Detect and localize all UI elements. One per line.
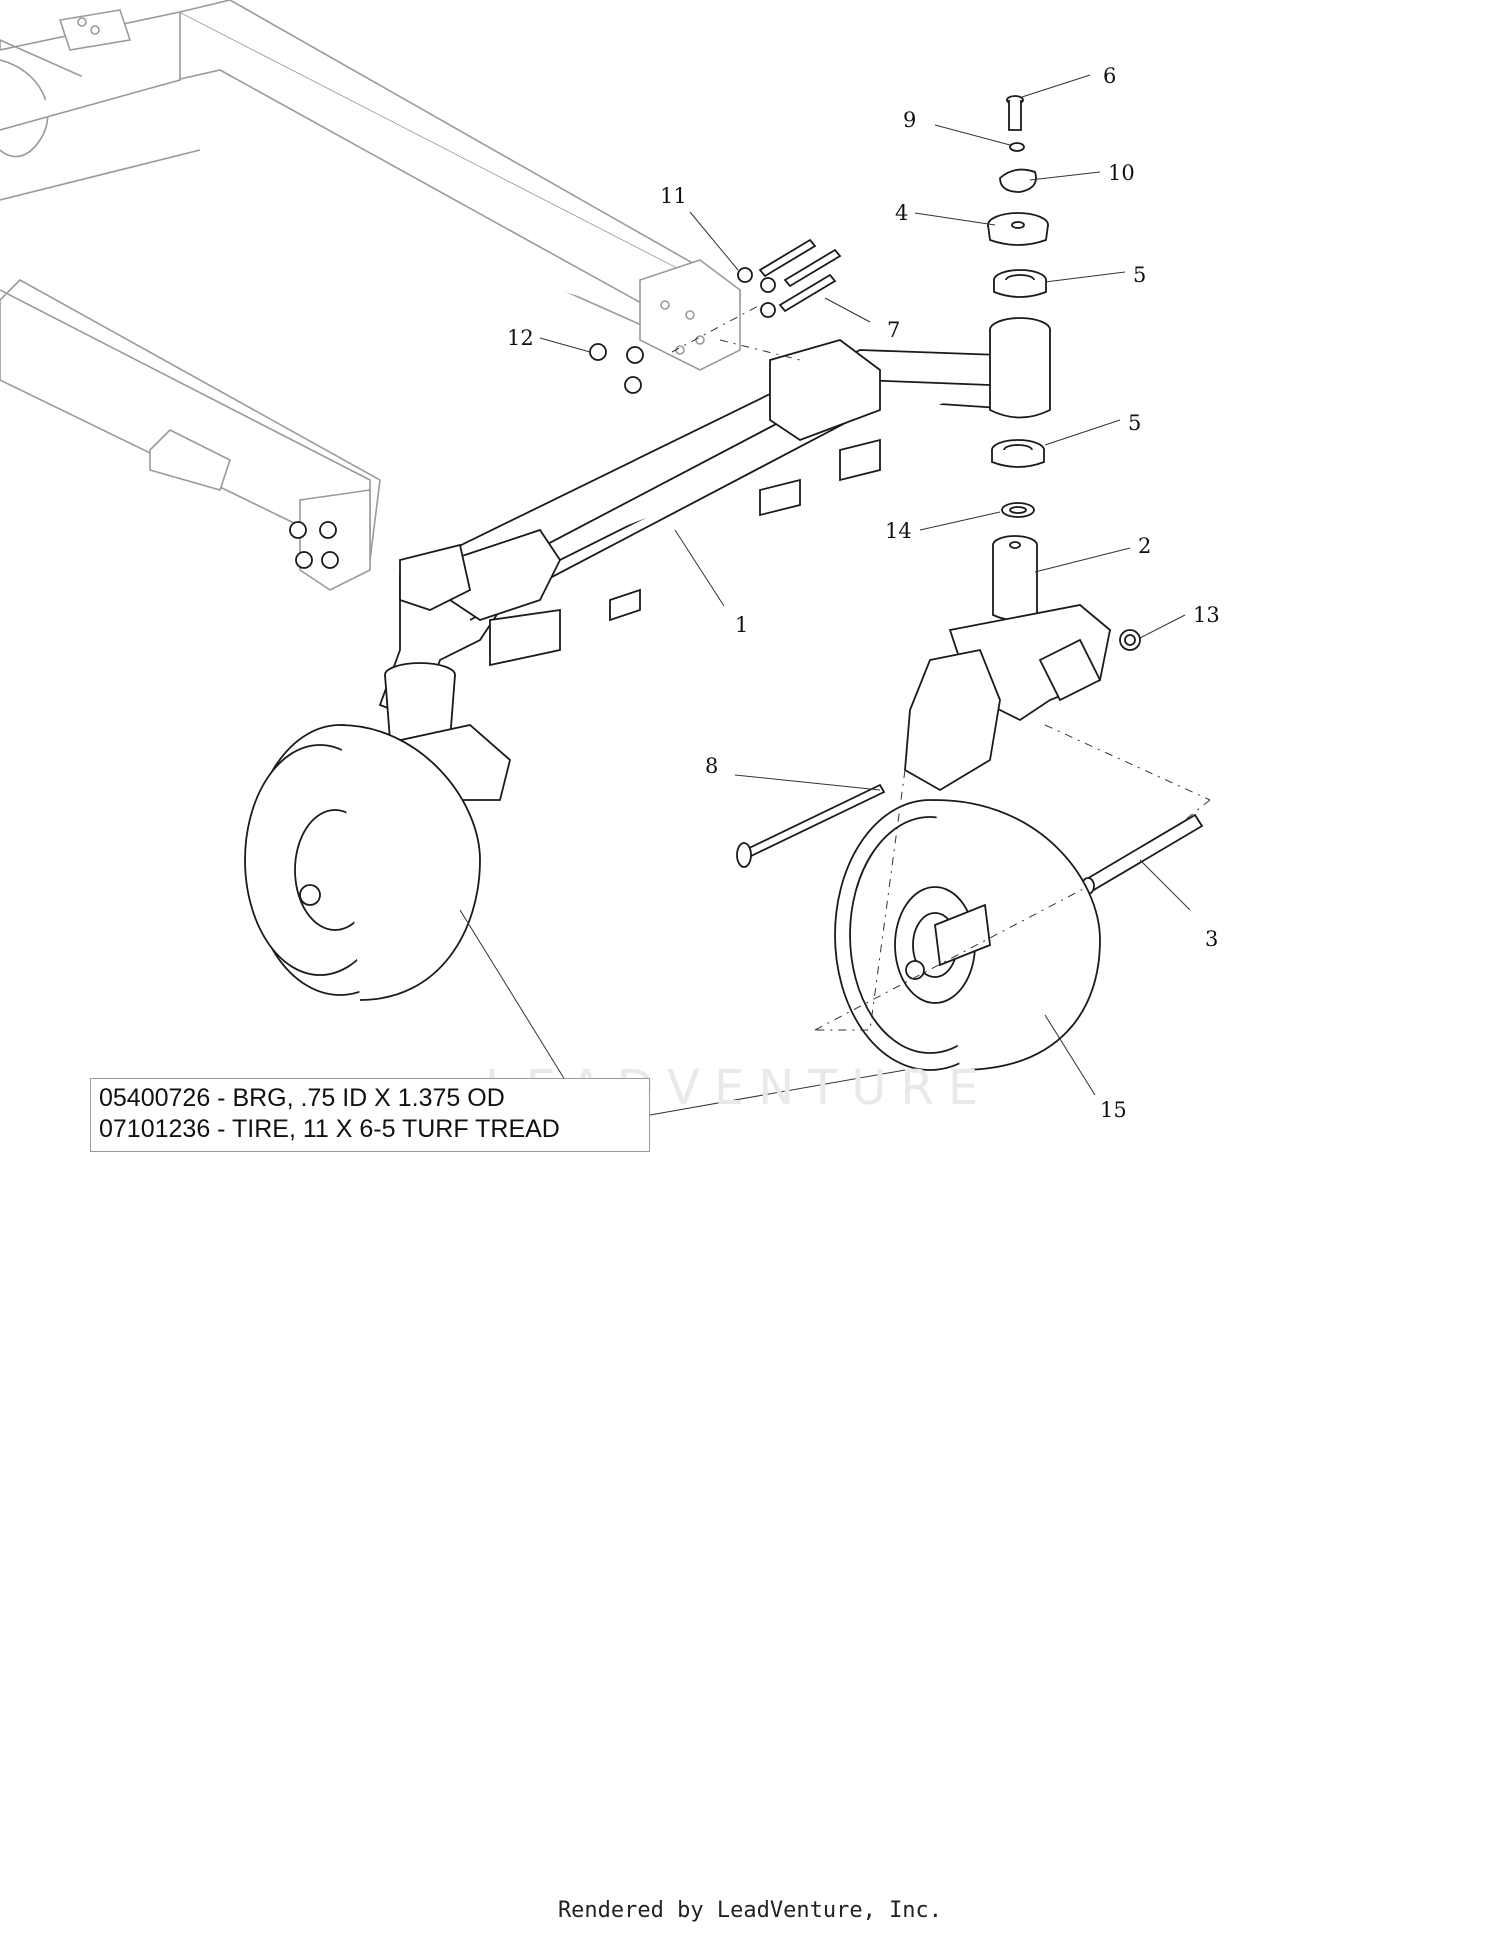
axle-bolts bbox=[589, 238, 842, 394]
footer-credit: Rendered by LeadVenture, Inc. bbox=[557, 1898, 943, 1923]
front-axle bbox=[378, 317, 1051, 722]
callout-6: 6 bbox=[1103, 64, 1116, 88]
callout-9: 9 bbox=[903, 108, 916, 132]
frame-bolts bbox=[289, 521, 339, 569]
callout-11: 11 bbox=[660, 184, 687, 208]
callout-12: 12 bbox=[507, 326, 534, 350]
left-caster-assembly bbox=[244, 662, 512, 1001]
pivot-hardware bbox=[987, 95, 1141, 651]
callout-5-upper: 5 bbox=[1133, 263, 1146, 287]
callout-14: 14 bbox=[885, 519, 912, 543]
callout-labels: 1 2 3 4 5 5 6 7 8 9 10 11 12 13 14 15 bbox=[507, 64, 1220, 1122]
callout-13: 13 bbox=[1193, 603, 1220, 627]
callout-7: 7 bbox=[887, 318, 900, 342]
callout-10: 10 bbox=[1108, 161, 1135, 185]
assembly-lines bbox=[671, 304, 1211, 1031]
note-bearing: 05400726 - BRG, .75 ID X 1.375 OD bbox=[99, 1084, 505, 1112]
right-wheel bbox=[834, 799, 1101, 1071]
callout-2: 2 bbox=[1138, 534, 1151, 558]
callout-15: 15 bbox=[1100, 1098, 1127, 1122]
leader-lines bbox=[459, 74, 1191, 1116]
callout-3: 3 bbox=[1205, 927, 1218, 951]
right-caster-yoke bbox=[904, 535, 1111, 792]
note-tire: 07101236 - TIRE, 11 X 6-5 TURF TREAD bbox=[99, 1115, 560, 1143]
callout-1: 1 bbox=[735, 613, 748, 637]
mower-frame bbox=[0, 0, 741, 591]
callout-5-lower: 5 bbox=[1128, 411, 1141, 435]
callout-8: 8 bbox=[705, 754, 718, 778]
parts-note-box: 05400726 - BRG, .75 ID X 1.375 OD 071012… bbox=[90, 1078, 650, 1152]
callout-4: 4 bbox=[895, 201, 908, 225]
axle-bolt-and-spacer bbox=[736, 783, 1204, 895]
